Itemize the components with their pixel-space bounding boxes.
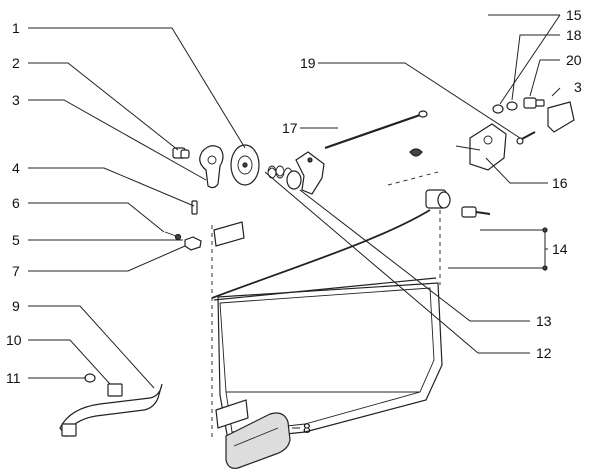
check-strap-part (59, 383, 163, 438)
callout-2: 2 (12, 55, 20, 71)
door-panel (211, 209, 443, 441)
pin-part (191, 200, 198, 215)
upper-bracket (213, 221, 245, 247)
strap-screw-part (84, 373, 96, 383)
key-part (461, 206, 491, 218)
callout-15: 15 (566, 7, 582, 23)
washer-part-15 (492, 104, 504, 114)
lock-body-part (455, 123, 507, 171)
hinge-cover-part (225, 412, 291, 469)
latch-lever-part (199, 145, 224, 189)
cam-lever-part (286, 151, 325, 195)
callout-14: 14 (552, 241, 568, 257)
cable-rod-part (324, 110, 428, 150)
callout-10: 10 (6, 332, 22, 348)
callout-20: 20 (566, 52, 582, 68)
callout-11: 11 (6, 370, 21, 386)
callout-1: 1 (12, 20, 20, 36)
leader-lines (28, 14, 561, 429)
callout-7: 7 (12, 263, 20, 279)
knob-part (172, 147, 190, 159)
lower-bracket (215, 399, 249, 429)
callout-3: 3 (12, 92, 20, 108)
callout-19: 19 (300, 55, 316, 71)
callout-3-right: 3 (574, 79, 582, 95)
callout-17: 17 (282, 120, 298, 136)
callout-16: 16 (552, 175, 568, 191)
right-bracket-part (547, 101, 575, 133)
callout-6: 6 (12, 195, 20, 211)
callout-13: 13 (536, 313, 552, 329)
screw-part (164, 231, 182, 241)
rotor-disc-part (230, 144, 260, 186)
callout-4: 4 (12, 160, 20, 176)
bolt-part-20 (523, 97, 545, 109)
strap-plate-part (107, 383, 123, 397)
small-clip-part (409, 148, 423, 157)
lock-assembly (59, 97, 575, 469)
callout-labels: 1 2 3 4 6 5 7 9 10 11 8 17 19 15 18 20 3… (6, 7, 582, 436)
lock-cylinder-part (425, 189, 451, 209)
callout-5: 5 (12, 232, 20, 248)
callout-9: 9 (12, 298, 20, 314)
callout-18: 18 (566, 27, 582, 43)
washer-part-18 (506, 101, 518, 111)
callout-12: 12 (536, 345, 552, 361)
callout-8: 8 (303, 420, 311, 436)
clip-part (184, 236, 202, 251)
